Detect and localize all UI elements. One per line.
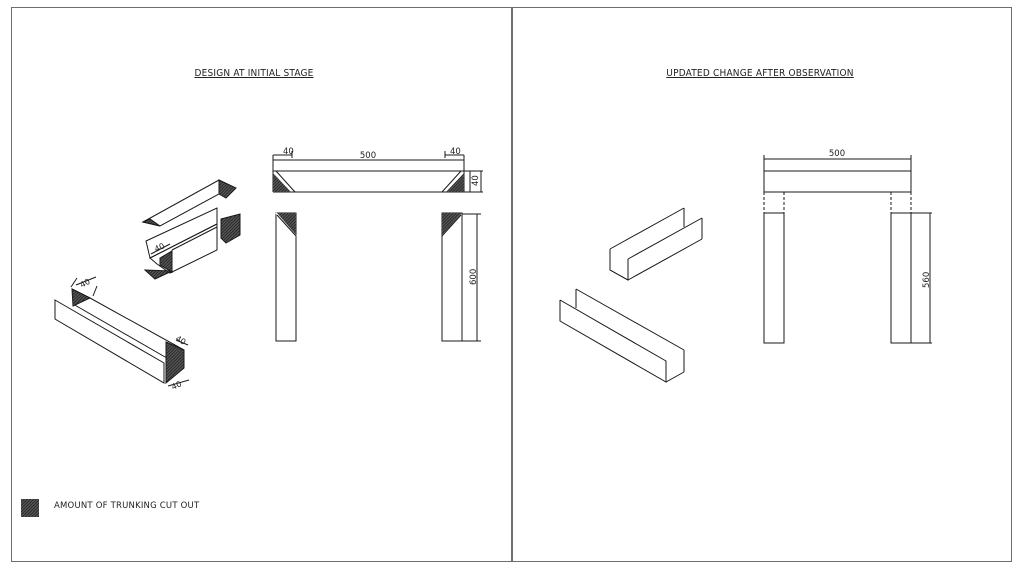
updated-top-bar xyxy=(763,170,912,193)
dim-leg-height: 600 xyxy=(469,269,479,285)
legend-label: AMOUNT OF TRUNKING CUT OUT xyxy=(54,501,200,511)
dim-top-height: 40 xyxy=(471,175,481,186)
dim-iso-lower-side: 40 xyxy=(174,334,187,347)
dim-iso-lower-top: 40 xyxy=(79,277,92,290)
dim-left-cut: 40 xyxy=(283,147,294,157)
cutout-hatch-right-top xyxy=(446,173,464,192)
updated-iso-lower xyxy=(559,288,685,383)
dim-updated-leg-height: 560 xyxy=(922,272,932,288)
dim-iso-lower-bottom: 40 xyxy=(170,379,183,391)
initial-right-leg xyxy=(441,212,463,342)
dim-iso-upper: 40 xyxy=(153,241,166,253)
dim-top-width: 500 xyxy=(360,151,376,161)
dim-right-cut: 40 xyxy=(450,147,461,157)
initial-top-bar xyxy=(272,170,465,193)
dim-updated-top-width: 500 xyxy=(829,149,845,159)
initial-front-view xyxy=(272,151,483,342)
panel-divider xyxy=(511,7,513,562)
hatch-swatch-icon xyxy=(21,499,39,517)
initial-iso-upper xyxy=(141,179,241,280)
initial-left-leg xyxy=(275,212,297,342)
left-panel-title: DESIGN AT INITIAL STAGE xyxy=(194,68,314,79)
right-panel-title: UPDATED CHANGE AFTER OBSERVATION xyxy=(666,68,854,79)
updated-front-view xyxy=(763,155,932,344)
updated-left-leg xyxy=(763,212,785,344)
initial-iso-lower xyxy=(54,276,190,387)
updated-iso-upper xyxy=(609,207,703,281)
cutout-hatch-left-top xyxy=(273,173,291,192)
updated-right-leg xyxy=(890,212,912,344)
